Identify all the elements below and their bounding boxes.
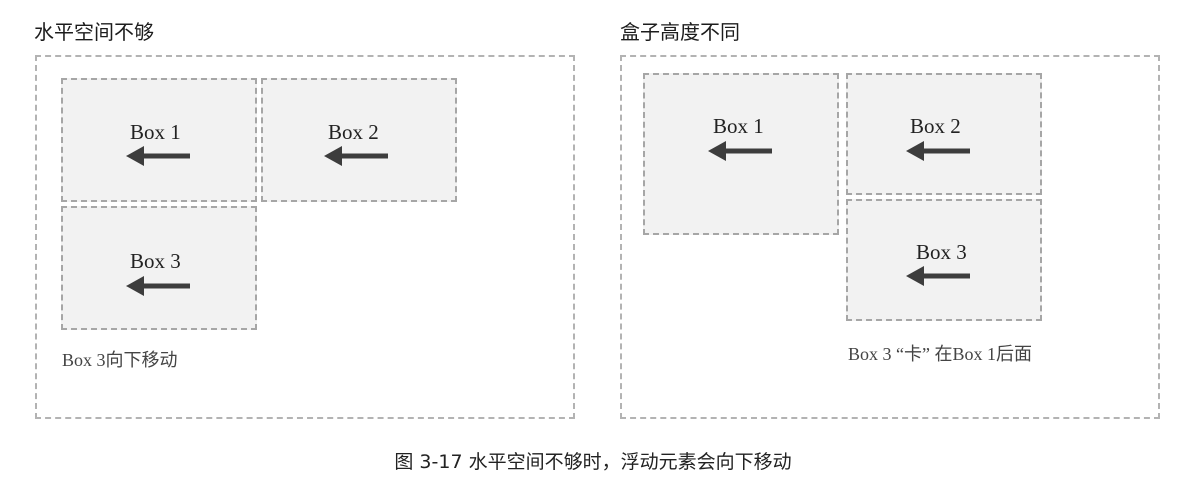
right-box-3-label: Box 3	[916, 240, 967, 264]
left-box-3-arrow-icon	[126, 276, 190, 296]
right-box-3	[846, 199, 1042, 321]
right-panel-title: 盒子高度不同	[620, 20, 740, 44]
right-panel-note: Box 3 “卡” 在Box 1后面	[848, 344, 1032, 364]
right-box-1	[643, 73, 839, 235]
left-box-1-label: Box 1	[130, 120, 181, 144]
right-box-2-label: Box 2	[910, 114, 961, 138]
left-box-1-arrow-icon	[126, 146, 190, 166]
left-panel-note: Box 3向下移动	[62, 350, 178, 370]
left-box-3	[61, 206, 257, 330]
left-container	[35, 55, 575, 419]
right-box-3-arrow-icon	[906, 266, 970, 286]
left-panel-title: 水平空间不够	[34, 20, 154, 44]
left-box-3-label: Box 3	[130, 249, 181, 273]
left-box-2-label: Box 2	[328, 120, 379, 144]
right-container	[620, 55, 1160, 419]
right-box-2	[846, 73, 1042, 195]
left-box-1	[61, 78, 257, 202]
right-box-1-label: Box 1	[713, 114, 764, 138]
left-box-2	[261, 78, 457, 202]
right-box-2-arrow-icon	[906, 141, 970, 161]
right-box-1-arrow-icon	[708, 141, 772, 161]
figure-caption: 图 3-17 水平空间不够时，浮动元素会向下移动	[394, 451, 792, 473]
left-box-2-arrow-icon	[324, 146, 388, 166]
